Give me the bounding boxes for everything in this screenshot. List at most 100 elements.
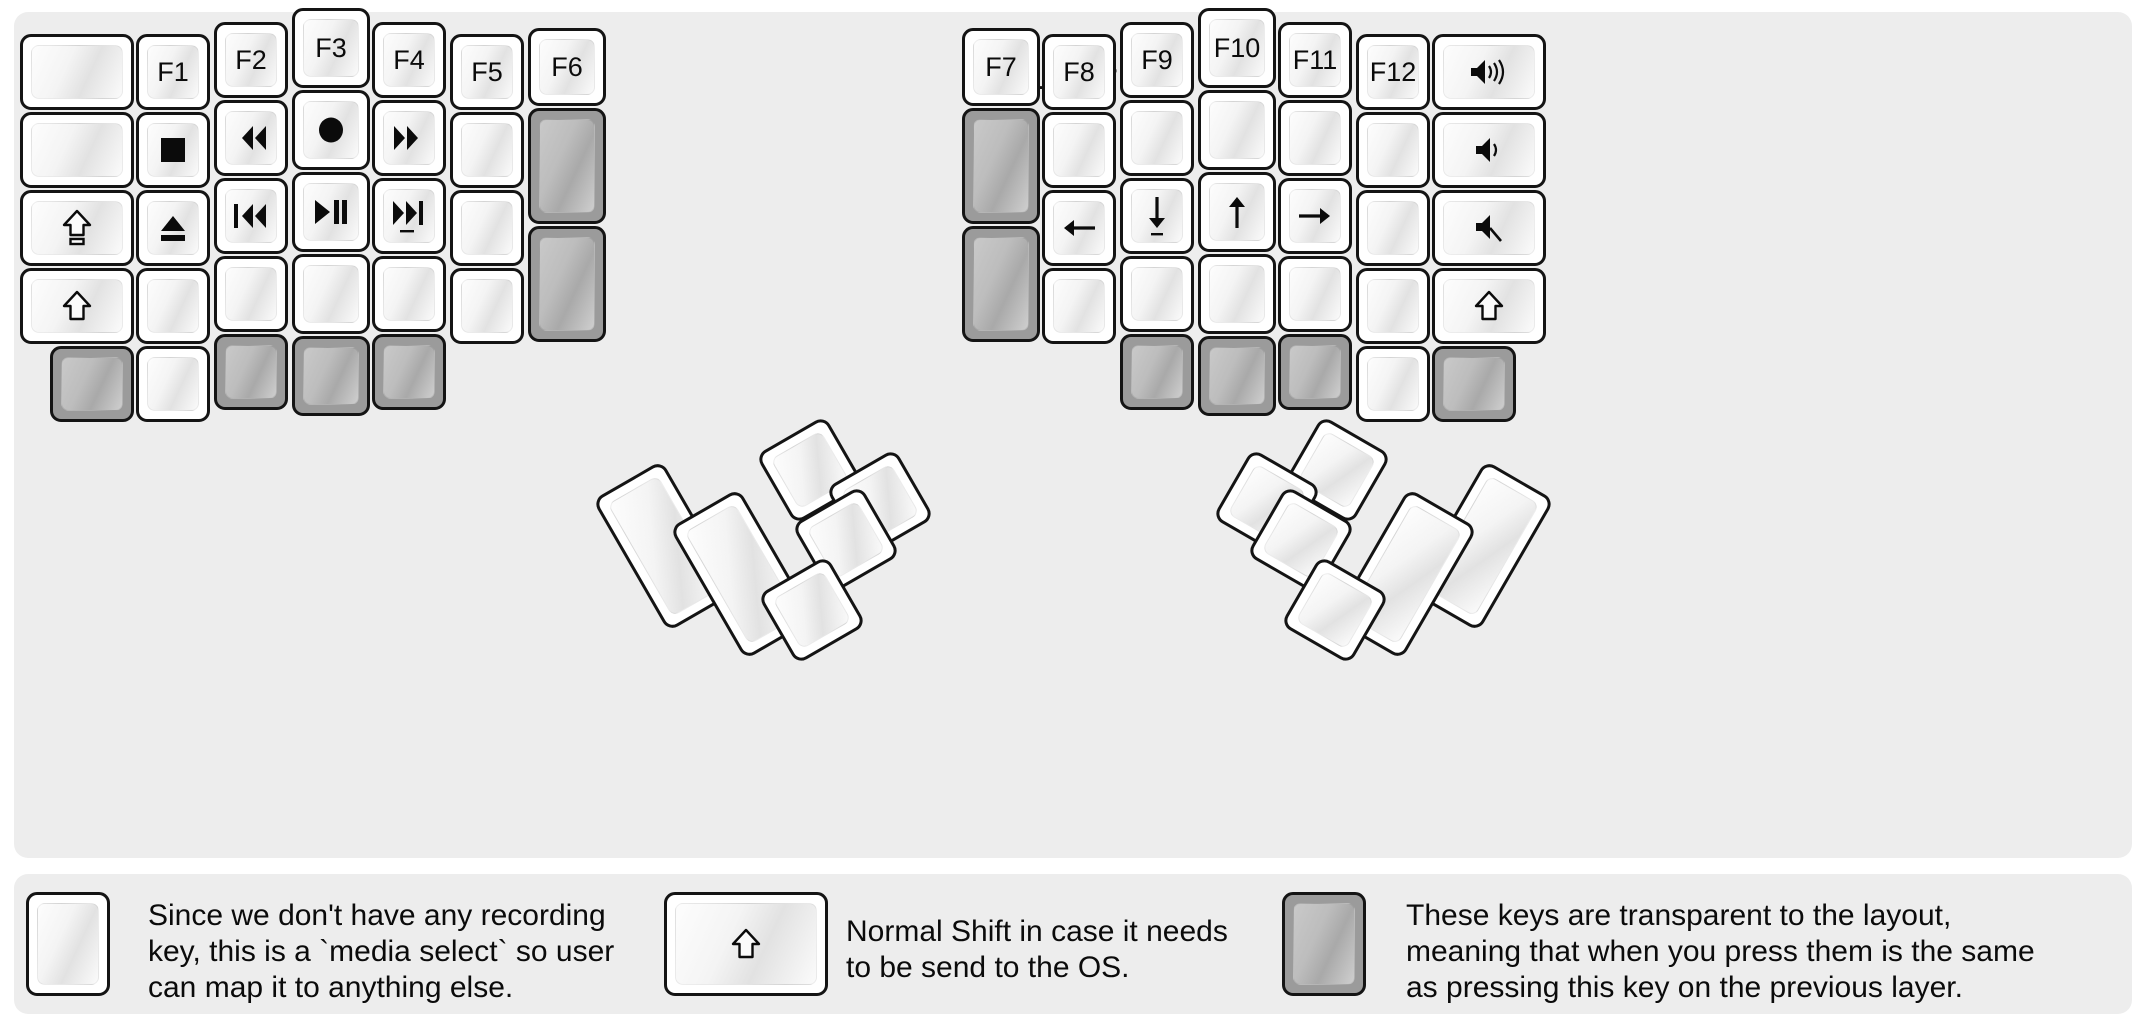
key-left-c5-r1[interactable]: F4 [372, 22, 446, 98]
key-label: F11 [1292, 44, 1338, 75]
keycap-face: F3 [303, 19, 359, 77]
key-right-c1-r3[interactable] [962, 226, 1040, 342]
key-right-c1-r1[interactable]: F7 [962, 28, 1040, 106]
keycap-face [1443, 123, 1535, 177]
key-label: F9 [1141, 44, 1173, 75]
keycap-face: F12 [1367, 45, 1419, 99]
key-left-c4-r1[interactable]: F3 [292, 8, 370, 88]
keycap-face: F11 [1289, 33, 1341, 87]
keycap-face: F1 [147, 45, 199, 99]
key-right-c4-r2[interactable] [1198, 90, 1276, 170]
keycap-face [1443, 357, 1505, 411]
key-left-c3-r5[interactable] [214, 334, 288, 410]
media-stop-icon [158, 135, 188, 165]
key-right-c7-r5[interactable] [1432, 346, 1516, 422]
key-right-c6-r2[interactable] [1356, 112, 1430, 188]
keycap-face [1209, 101, 1265, 159]
keycap-face [383, 267, 435, 321]
key-left-c2-r5[interactable] [136, 346, 210, 422]
key-right-c5-r3[interactable] [1278, 178, 1352, 254]
key-right-c7-r3[interactable] [1432, 190, 1546, 266]
key-left-c1-r4[interactable] [20, 268, 134, 344]
legend-description-2: Normal Shift in case it needs to be send… [846, 915, 1228, 984]
key-left-c3-r2[interactable] [214, 100, 288, 176]
key-left-c2-r4[interactable] [136, 268, 210, 344]
key-right-c4-r4[interactable] [1198, 254, 1276, 334]
key-right-c5-r4[interactable] [1278, 256, 1352, 332]
key-right-c4-r3[interactable] [1198, 172, 1276, 252]
key-left-c3-r3[interactable] [214, 178, 288, 254]
key-left-c4-r5[interactable] [292, 336, 370, 416]
key-left-c2-r1[interactable]: F1 [136, 34, 210, 110]
key-left-c7-r1[interactable]: F6 [528, 28, 606, 106]
keycap-face [303, 347, 359, 405]
key-left-c6-r4[interactable] [450, 268, 524, 344]
key-left-c4-r3[interactable] [292, 172, 370, 252]
key-right-c3-r3[interactable] [1120, 178, 1194, 254]
keycap-face [1053, 201, 1105, 255]
key-right-c5-r1[interactable]: F11 [1278, 22, 1352, 98]
key-left-c2-r2[interactable] [136, 112, 210, 188]
key-left-c3-r4[interactable] [214, 256, 288, 332]
key-left-c6-r2[interactable] [450, 112, 524, 188]
keycap-face [303, 183, 359, 241]
key-right-c7-r4[interactable] [1432, 268, 1546, 344]
key-right-c3-r1[interactable]: F9 [1120, 22, 1194, 98]
key-left-c1-r1[interactable] [20, 34, 134, 110]
keycap-face [147, 123, 199, 177]
keycap-face: F7 [973, 39, 1029, 95]
key-left-c3-r1[interactable]: F2 [214, 22, 288, 98]
key-right-c5-r2[interactable] [1278, 100, 1352, 176]
key-left-c7-r2[interactable] [528, 108, 606, 224]
key-right-c2-r1[interactable]: F8 [1042, 34, 1116, 110]
key-right-c5-r5[interactable] [1278, 334, 1352, 410]
key-right-c4-r5[interactable] [1198, 336, 1276, 416]
legend-panel [14, 874, 2132, 1014]
keycap-face [303, 265, 359, 323]
key-right-c7-r2[interactable] [1432, 112, 1546, 188]
key-right-c6-r4[interactable] [1356, 268, 1430, 344]
key-right-c2-r3[interactable] [1042, 190, 1116, 266]
key-left-c4-r4[interactable] [292, 254, 370, 334]
keycap-face [1209, 265, 1265, 323]
key-left-c5-r4[interactable] [372, 256, 446, 332]
key-left-c6-r3[interactable] [450, 190, 524, 266]
keycap-face: F10 [1209, 19, 1265, 77]
key-left-c7-r3[interactable] [528, 226, 606, 342]
key-left-c1-r3[interactable] [20, 190, 134, 266]
key-right-c7-r1[interactable] [1432, 34, 1546, 110]
key-right-c3-r5[interactable] [1120, 334, 1194, 410]
keycap-face [461, 279, 513, 333]
key-right-c6-r5[interactable] [1356, 346, 1430, 422]
key-right-c6-r3[interactable] [1356, 190, 1430, 266]
shift-arrow-icon [1473, 290, 1505, 322]
keycap-face [1209, 347, 1265, 405]
keycap-face [1131, 267, 1183, 321]
key-left-c5-r2[interactable] [372, 100, 446, 176]
key-left-c1-r2[interactable] [20, 112, 134, 188]
key-left-c5-r3[interactable] [372, 178, 446, 254]
keycap-face: F2 [225, 33, 277, 87]
key-right-c2-r4[interactable] [1042, 268, 1116, 344]
key-right-c3-r2[interactable] [1120, 100, 1194, 176]
key-left-c6-r1[interactable]: F5 [450, 34, 524, 110]
keycap-face [461, 201, 513, 255]
key-label: F3 [315, 32, 347, 63]
key-label: F10 [1213, 32, 1261, 63]
keycap-face [37, 903, 99, 985]
key-label: F2 [235, 44, 267, 75]
media-play-pause-icon [313, 198, 349, 226]
key-left-c2-r3[interactable] [136, 190, 210, 266]
key-left-c4-r2[interactable] [292, 90, 370, 170]
key-left-c5-r5[interactable] [372, 334, 446, 410]
key-right-c1-r2[interactable] [962, 108, 1040, 224]
keycap-face [1289, 345, 1341, 399]
key-right-c4-r1[interactable]: F10 [1198, 8, 1276, 88]
key-right-c6-r1[interactable]: F12 [1356, 34, 1430, 110]
key-right-c2-r2[interactable] [1042, 112, 1116, 188]
key-label: F6 [551, 51, 583, 82]
key-left-c1-r5[interactable] [50, 346, 134, 422]
keycap-face [1053, 123, 1105, 177]
key-right-c3-r4[interactable] [1120, 256, 1194, 332]
media-fast-forward-icon [391, 124, 427, 152]
